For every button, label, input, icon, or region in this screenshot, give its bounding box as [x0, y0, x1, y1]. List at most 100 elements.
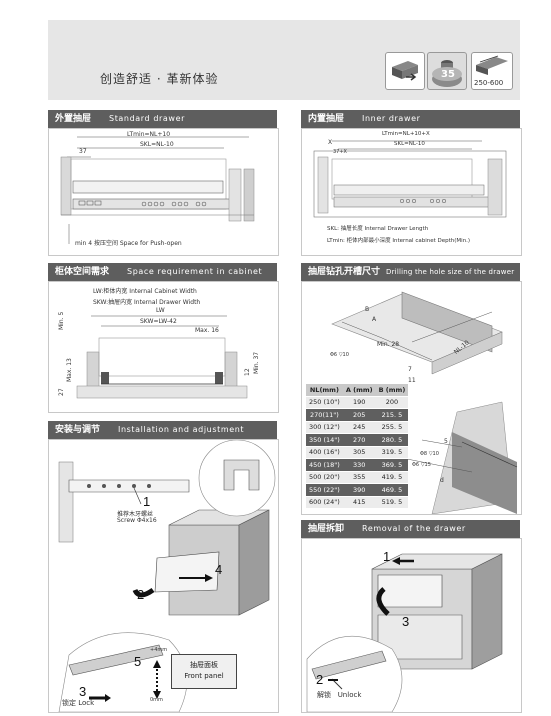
front-panel-box: 抽屉面板 Front panel	[171, 654, 237, 689]
section-title-en: Standard drawer	[109, 114, 185, 123]
standard-drawer-diagram	[48, 128, 279, 256]
install-step-4: 4	[215, 562, 223, 577]
skw-label: SKW=LW-42	[140, 318, 177, 325]
inner-dim-37x: 37+X	[333, 149, 347, 155]
install-step-3: 3	[79, 684, 87, 699]
table-cell: 400 (16")	[306, 446, 343, 459]
table-header-cell: A (mm)	[342, 384, 376, 397]
dim7-label: 7	[408, 366, 412, 373]
min5-label: Min. 5	[58, 311, 65, 330]
table-cell: 300 (12")	[306, 421, 343, 434]
table-cell: 519. 5	[375, 496, 409, 509]
section-title-en: Drilling the hole size of the drawer	[386, 268, 515, 276]
section-title-zh: 柜体空间需求	[55, 267, 110, 277]
table-cell: 215. 5	[375, 408, 409, 422]
table-cell: 355	[342, 471, 376, 484]
length-range-label: 250-600	[474, 79, 504, 87]
dim-b: B	[365, 306, 370, 313]
min37-label: Min. 37	[253, 351, 260, 374]
dim11-label: 11	[408, 377, 416, 384]
lt-min-label: LTmin=NL+10	[127, 131, 171, 138]
inner-dim-x: X	[328, 139, 333, 146]
section-title-en: Removal of the drawer	[362, 524, 466, 533]
removal-step-1: 1	[383, 549, 391, 564]
min28-label: Min. 28	[377, 341, 400, 348]
unlock-label-zh: 解锁	[317, 691, 331, 699]
phi8-label: Φ8 ▽10	[420, 451, 439, 457]
max16-label: Max. 16	[195, 327, 219, 334]
inner-note-lt: LTmin: 柜体内部最小深度 Internal cabinet Depth(M…	[327, 238, 471, 244]
phi6-10-label: Φ6 ▽10	[330, 352, 349, 358]
table-cell: 280. 5	[375, 433, 409, 447]
table-cell: 550 (22")	[306, 483, 343, 497]
table-cell: 500 (20")	[306, 471, 343, 484]
plus4-label: +4mm	[150, 647, 168, 653]
table-cell: 415	[342, 496, 376, 509]
installation-diagram	[48, 439, 279, 713]
section-title-en: Installation and adjustment	[118, 425, 245, 434]
slogan: 创造舒适 · 革新体验	[100, 72, 219, 86]
table-cell: 250 (10")	[306, 396, 343, 409]
phi6-15-label: Φ6 ▽15	[412, 462, 431, 468]
load-capacity-icon	[427, 52, 467, 90]
dim-37: 37	[79, 148, 87, 155]
removal-step-3: 3	[402, 614, 410, 629]
inner-skl-label: SKL=NL-10	[394, 141, 425, 147]
soft-close-drawer-icon	[385, 52, 425, 90]
unlock-label: 解锁 Unlock	[317, 690, 361, 700]
table-cell: 469. 5	[375, 483, 409, 497]
lock-label: 锁定 Lock	[62, 698, 94, 708]
table-cell: 319. 5	[375, 446, 409, 459]
table-cell: 369. 5	[375, 458, 409, 472]
table-cell: 190	[342, 396, 376, 409]
inner-note-skl: SKL: 抽屉长度 Internal Drawer Length	[327, 226, 429, 232]
lw-note: LW:柜体内宽 Internal Cabinet Width	[93, 288, 197, 295]
dim5-label: 5	[444, 438, 448, 445]
inner-lt-label: LTmin=NL+10+X	[382, 131, 430, 137]
table-cell: 419. 5	[375, 471, 409, 484]
removal-arrow-icon	[328, 679, 338, 681]
section-title-en: Space requirement in cabinet	[127, 267, 263, 276]
cabinet-space-diagram	[48, 281, 279, 413]
table-header-cell: B (mm)	[375, 384, 409, 397]
section-header-installation: 安装与调节 Installation and adjustment	[48, 421, 277, 439]
section-title-zh: 安装与调节	[55, 425, 101, 435]
table-cell: 330	[342, 458, 376, 472]
table-cell: 255. 5	[375, 421, 409, 434]
table-cell: 350 (14")	[306, 433, 343, 447]
dim-a: A	[372, 316, 377, 323]
section-title-zh: 抽屉拆卸	[308, 524, 345, 534]
table-cell: 450 (18")	[306, 458, 343, 472]
dim-d-label: d	[440, 477, 444, 484]
screw-note-zh: 推荐木牙螺丝	[117, 511, 154, 518]
removal-diagram	[301, 538, 522, 713]
inner-drawer-diagram	[301, 128, 522, 256]
unlock-label-en: Unlock	[337, 691, 362, 699]
lw-label: LW	[156, 307, 165, 314]
section-header-removal: 抽屉拆卸 Removal of the drawer	[301, 520, 520, 538]
skw-note: SKW:抽屉内宽 Internal Drawer Width	[93, 299, 201, 306]
table-cell: 200	[375, 396, 409, 409]
section-title-zh: 内置抽屉	[308, 114, 345, 124]
table-cell: 270(11")	[306, 408, 343, 422]
dim27-label: 27	[58, 388, 65, 396]
front-panel-en: Front panel	[184, 672, 224, 680]
table-cell: 390	[342, 483, 376, 497]
zero-label: 0mm	[150, 697, 163, 703]
table-cell: 270	[342, 433, 376, 447]
table-header-row: NL(mm) A (mm) B (mm)	[306, 384, 409, 397]
screw-note-en: Screw Φ4x16	[117, 517, 157, 524]
lock-label-zh: 锁定	[62, 699, 76, 707]
lock-label-en: Lock	[78, 699, 95, 707]
max13-label: Max. 13	[66, 358, 73, 382]
